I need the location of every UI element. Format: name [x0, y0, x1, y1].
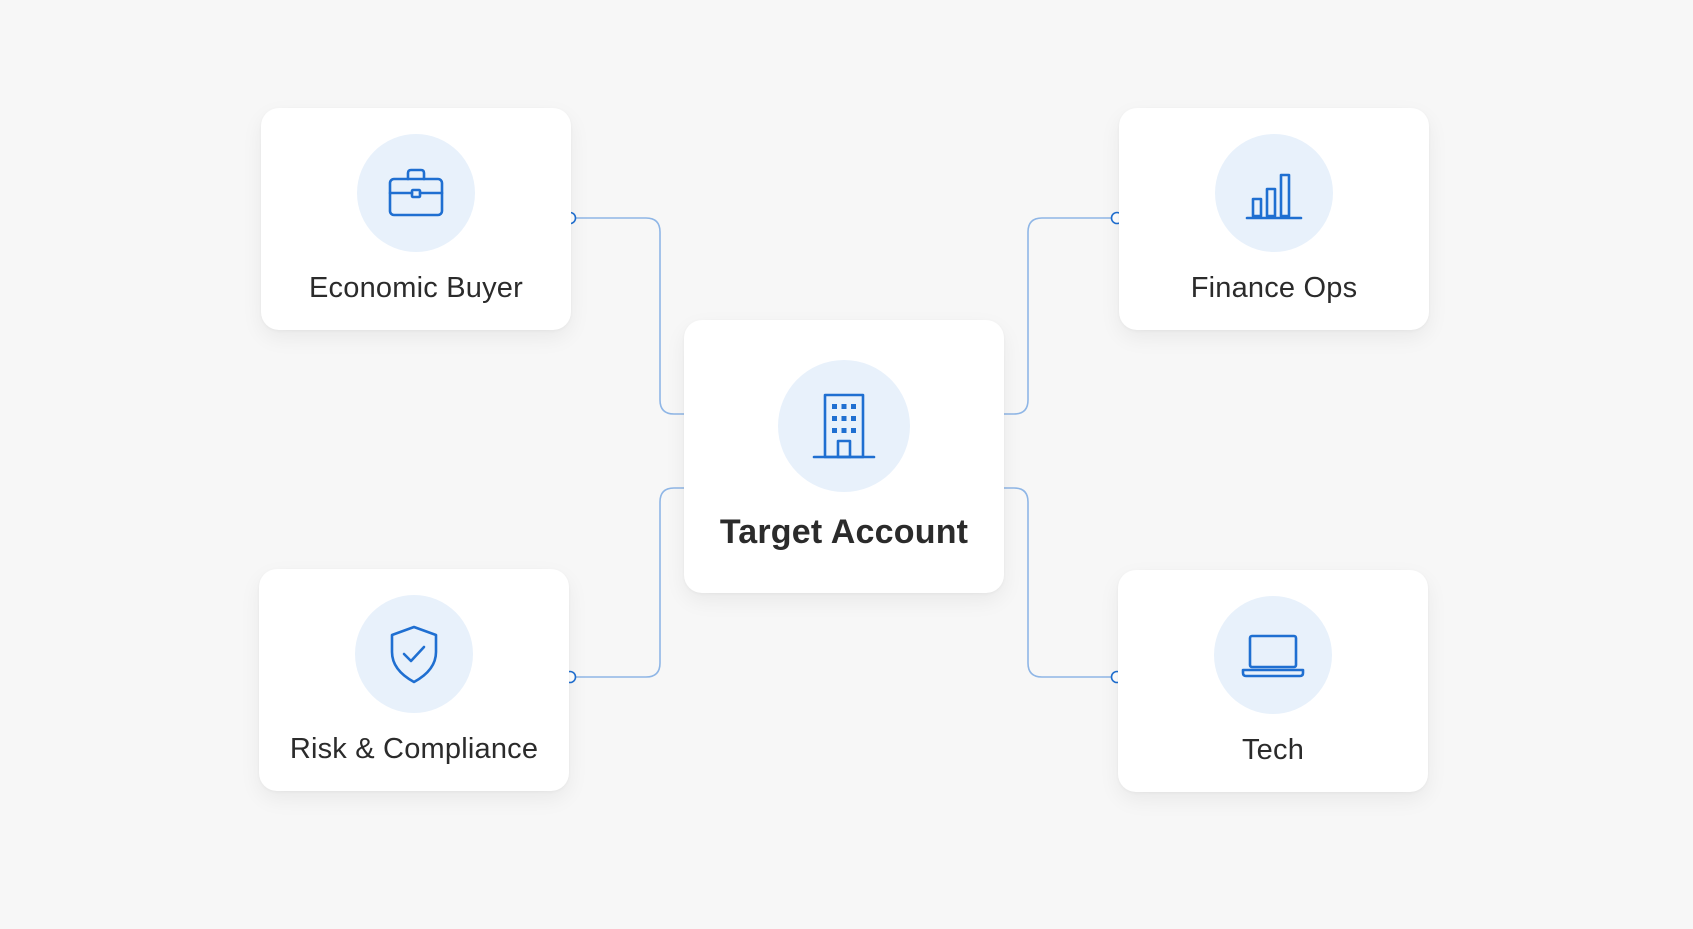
connector-tech — [1004, 487, 1117, 678]
icon-badge — [1214, 596, 1332, 714]
shield-check-icon — [390, 625, 438, 684]
center-label: Target Account — [719, 513, 969, 551]
briefcase-icon — [388, 168, 444, 217]
laptop-icon — [1241, 634, 1305, 678]
node-finance-ops[interactable]: Finance Ops — [1119, 108, 1429, 330]
node-tech[interactable]: Tech — [1118, 570, 1428, 792]
connector-finance-ops — [1004, 217, 1117, 415]
bar-chart-icon — [1245, 173, 1303, 220]
node-label: Risk & Compliance — [289, 733, 539, 765]
node-economic-buyer[interactable]: Economic Buyer — [261, 108, 571, 330]
icon-badge — [1215, 134, 1333, 252]
icon-badge — [355, 595, 473, 713]
icon-badge — [778, 360, 910, 492]
building-icon — [812, 393, 876, 459]
icon-badge — [357, 134, 475, 252]
connector-economic-buyer — [570, 217, 684, 415]
node-label: Economic Buyer — [309, 272, 523, 304]
connector-risk-compliance — [570, 487, 684, 678]
node-label: Finance Ops — [1190, 272, 1358, 304]
node-risk-compliance[interactable]: Risk & Compliance — [259, 569, 569, 791]
node-target-account[interactable]: Target Account — [684, 320, 1004, 593]
node-label: Tech — [1241, 734, 1305, 766]
